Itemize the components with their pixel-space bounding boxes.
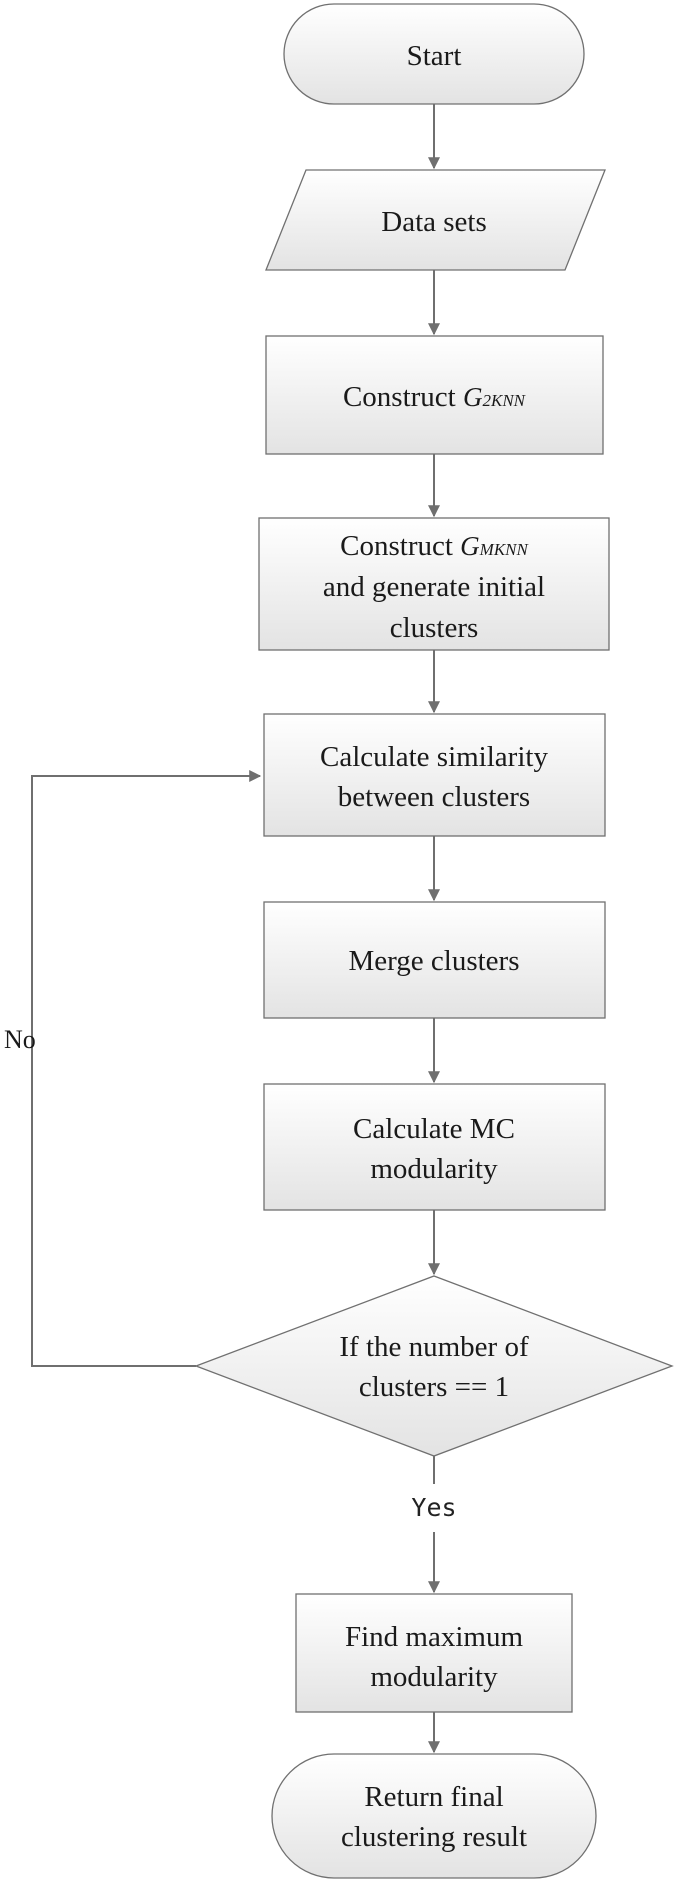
data-sets-label: Data sets xyxy=(381,206,487,238)
start-shape xyxy=(283,3,585,105)
node-merge-clusters: Merge clusters xyxy=(263,901,606,1019)
decision-line1: If the number of xyxy=(339,1331,529,1363)
construct-g2knn-shape xyxy=(265,335,604,455)
construct-gmknn-line3: clusters xyxy=(390,612,479,644)
node-calc-similarity: Calculate similarity between clusters xyxy=(263,713,606,837)
no-branch-label: No xyxy=(4,1025,36,1054)
node-construct-g2knn: Construct G2KNN xyxy=(265,335,604,455)
edges xyxy=(31,104,440,1754)
node-find-max: Find maximum modularity xyxy=(295,1593,573,1713)
node-decision: If the number of clusters == 1 xyxy=(194,1275,674,1457)
g2knn-subscript: 2KNN xyxy=(483,391,527,410)
calc-mc-shape xyxy=(263,1083,606,1211)
node-data-sets: Data sets xyxy=(265,169,606,271)
gmknn-subscript: MKNN xyxy=(479,540,530,559)
find-max-line1: Find maximum xyxy=(345,1621,523,1653)
node-return-result: Return final clustering result xyxy=(271,1753,597,1879)
calc-similarity-shape xyxy=(263,713,606,837)
calc-similarity-line2: between clusters xyxy=(338,781,530,813)
start-label: Start xyxy=(407,40,462,72)
decision-shape xyxy=(194,1275,674,1457)
g2knn-symbol: G xyxy=(463,382,483,412)
edge-no-loop-back xyxy=(31,770,262,1367)
return-result-line2: clustering result xyxy=(341,1821,527,1853)
construct-g2knn-label: Construct G2KNN xyxy=(343,381,527,413)
construct-gmknn-line1: Construct GMKNN xyxy=(340,530,529,562)
decision-line2: clusters == 1 xyxy=(359,1371,509,1403)
node-construct-gmknn: Construct GMKNN and generate initial clu… xyxy=(258,517,610,651)
gmknn-symbol: G xyxy=(460,531,480,561)
return-result-line1: Return final xyxy=(364,1781,503,1813)
merge-clusters-shape xyxy=(263,901,606,1019)
find-max-shape xyxy=(295,1593,573,1713)
calc-mc-line1: Calculate MC xyxy=(353,1113,515,1145)
merge-clusters-label: Merge clusters xyxy=(349,945,520,977)
construct-gmknn-line2: and generate initial xyxy=(323,571,545,603)
node-calc-mc: Calculate MC modularity xyxy=(263,1083,606,1211)
construct-gmknn-shape xyxy=(258,517,610,651)
data-sets-shape xyxy=(265,169,606,271)
node-start: Start xyxy=(283,3,585,105)
yes-branch-label: Yes xyxy=(411,1493,456,1522)
find-max-line2: modularity xyxy=(370,1661,498,1693)
calc-similarity-line1: Calculate similarity xyxy=(320,741,548,773)
calc-mc-line2: modularity xyxy=(370,1153,498,1185)
return-result-shape xyxy=(271,1753,597,1879)
